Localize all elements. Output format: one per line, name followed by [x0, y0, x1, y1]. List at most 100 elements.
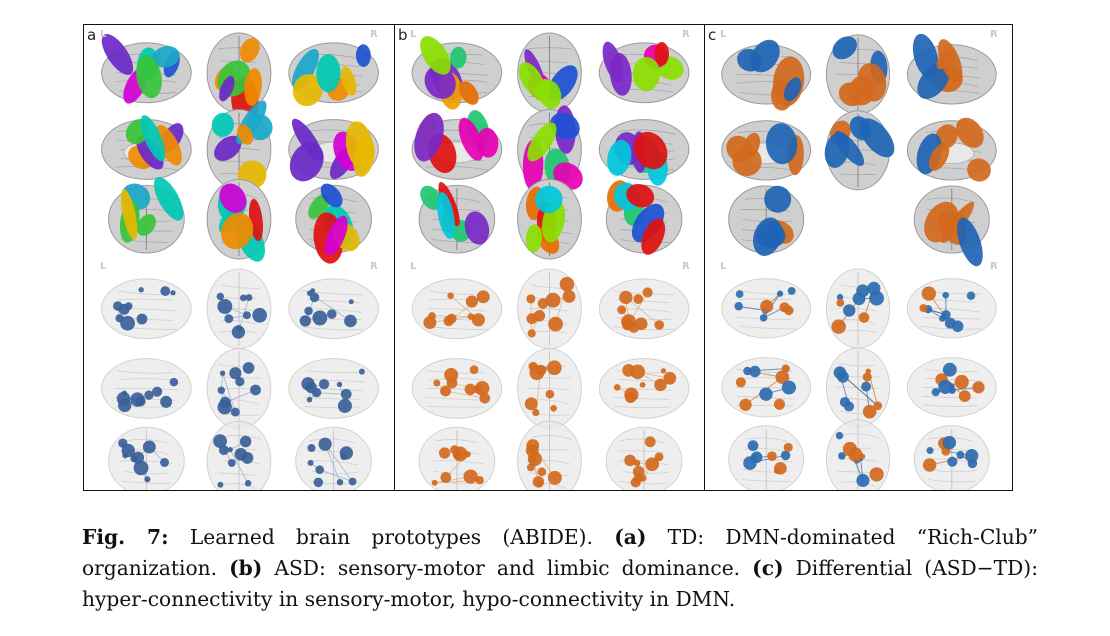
connectivity-edge: [229, 449, 249, 484]
sulcus-line: [618, 129, 676, 135]
left-marker: L: [100, 261, 107, 272]
brain-region: [525, 224, 543, 253]
network-node: [428, 312, 436, 320]
brain-region: [633, 131, 668, 170]
network-node: [869, 290, 884, 306]
figure-caption: Fig. 7: Learned brain prototypes (ABIDE)…: [82, 522, 1038, 615]
network-node: [301, 377, 315, 391]
network-node: [537, 298, 549, 309]
brain-region: [937, 39, 963, 84]
network-node: [956, 450, 965, 459]
glass-brain: [598, 358, 690, 419]
caption-label-a: (a): [614, 525, 647, 549]
sulcus-line: [921, 395, 978, 399]
network-node: [966, 291, 976, 301]
brain-region: [320, 183, 343, 208]
brain-region: [221, 212, 254, 250]
panel-a: a: [84, 25, 394, 490]
network-node: [118, 438, 128, 448]
brain-region: [340, 66, 357, 96]
brain-render-group: [101, 32, 379, 490]
brain-region: [237, 124, 254, 145]
brain-region: [732, 146, 762, 177]
network-node: [783, 442, 793, 452]
network-node: [307, 443, 316, 453]
network-node: [848, 447, 863, 462]
network-node: [630, 364, 645, 380]
network-node: [348, 299, 354, 305]
network-node: [227, 447, 233, 453]
network-node: [474, 381, 490, 396]
network-node: [749, 365, 761, 378]
network-node: [524, 397, 538, 411]
brain-region: [154, 124, 182, 166]
network-node: [663, 371, 677, 385]
network-node: [617, 305, 627, 315]
panel-label-b: b: [398, 26, 408, 44]
network-node: [309, 292, 320, 303]
left-marker: L: [720, 261, 727, 272]
brain-region: [967, 158, 991, 182]
network-node: [447, 292, 454, 299]
brain-region: [353, 136, 375, 177]
network-node: [780, 450, 791, 461]
right-marker: R: [682, 29, 690, 40]
network-node: [843, 401, 855, 412]
network-node: [527, 329, 536, 338]
network-node: [787, 286, 796, 295]
panel-label-c: c: [708, 26, 717, 44]
network-node: [464, 451, 471, 458]
brain-region: [527, 122, 557, 162]
brain-region: [420, 36, 451, 75]
network-node: [344, 314, 357, 328]
network-node: [862, 404, 877, 419]
network-node: [299, 315, 311, 327]
network-node: [965, 449, 979, 463]
brain-region: [654, 41, 670, 66]
brain-region: [289, 142, 324, 182]
network-node: [528, 361, 538, 372]
network-node: [120, 315, 135, 331]
brain-region: [214, 135, 242, 161]
network-node: [533, 310, 546, 322]
network-node: [227, 459, 236, 467]
brain-region: [764, 185, 792, 213]
caption-label-c: (c): [752, 556, 784, 580]
network-node: [931, 387, 940, 397]
network-node: [541, 366, 547, 373]
network-node: [624, 387, 639, 402]
network-node: [781, 380, 796, 395]
network-node: [475, 476, 484, 485]
network-node: [613, 384, 621, 391]
network-node: [735, 290, 744, 298]
network-node: [446, 377, 458, 389]
network-node: [642, 287, 653, 298]
network-node: [142, 440, 156, 454]
network-node: [869, 467, 884, 482]
brain-region: [420, 185, 442, 210]
network-node: [632, 465, 645, 478]
sulcus-line: [218, 472, 258, 477]
network-node: [919, 304, 928, 313]
panel-label-a: a: [87, 26, 97, 44]
network-node: [735, 377, 746, 388]
network-node: [358, 368, 365, 375]
brain-region: [136, 135, 164, 170]
brain-render-group: [721, 33, 997, 490]
network-node: [312, 310, 328, 326]
connectivity-edge: [222, 373, 236, 413]
network-node: [213, 434, 227, 448]
network-node: [550, 404, 557, 412]
brain-region: [219, 76, 235, 102]
sulcus-line: [118, 378, 173, 381]
network-node: [219, 370, 226, 376]
network-node: [116, 391, 131, 406]
network-node: [562, 290, 576, 303]
figure-7: a b c L R L R L R L R L R L R: [83, 24, 1013, 491]
sulcus-line: [306, 370, 360, 374]
network-node: [217, 298, 233, 314]
network-node: [433, 379, 441, 387]
right-marker: R: [370, 29, 378, 40]
network-node: [837, 370, 849, 383]
right-marker: R: [990, 261, 998, 272]
